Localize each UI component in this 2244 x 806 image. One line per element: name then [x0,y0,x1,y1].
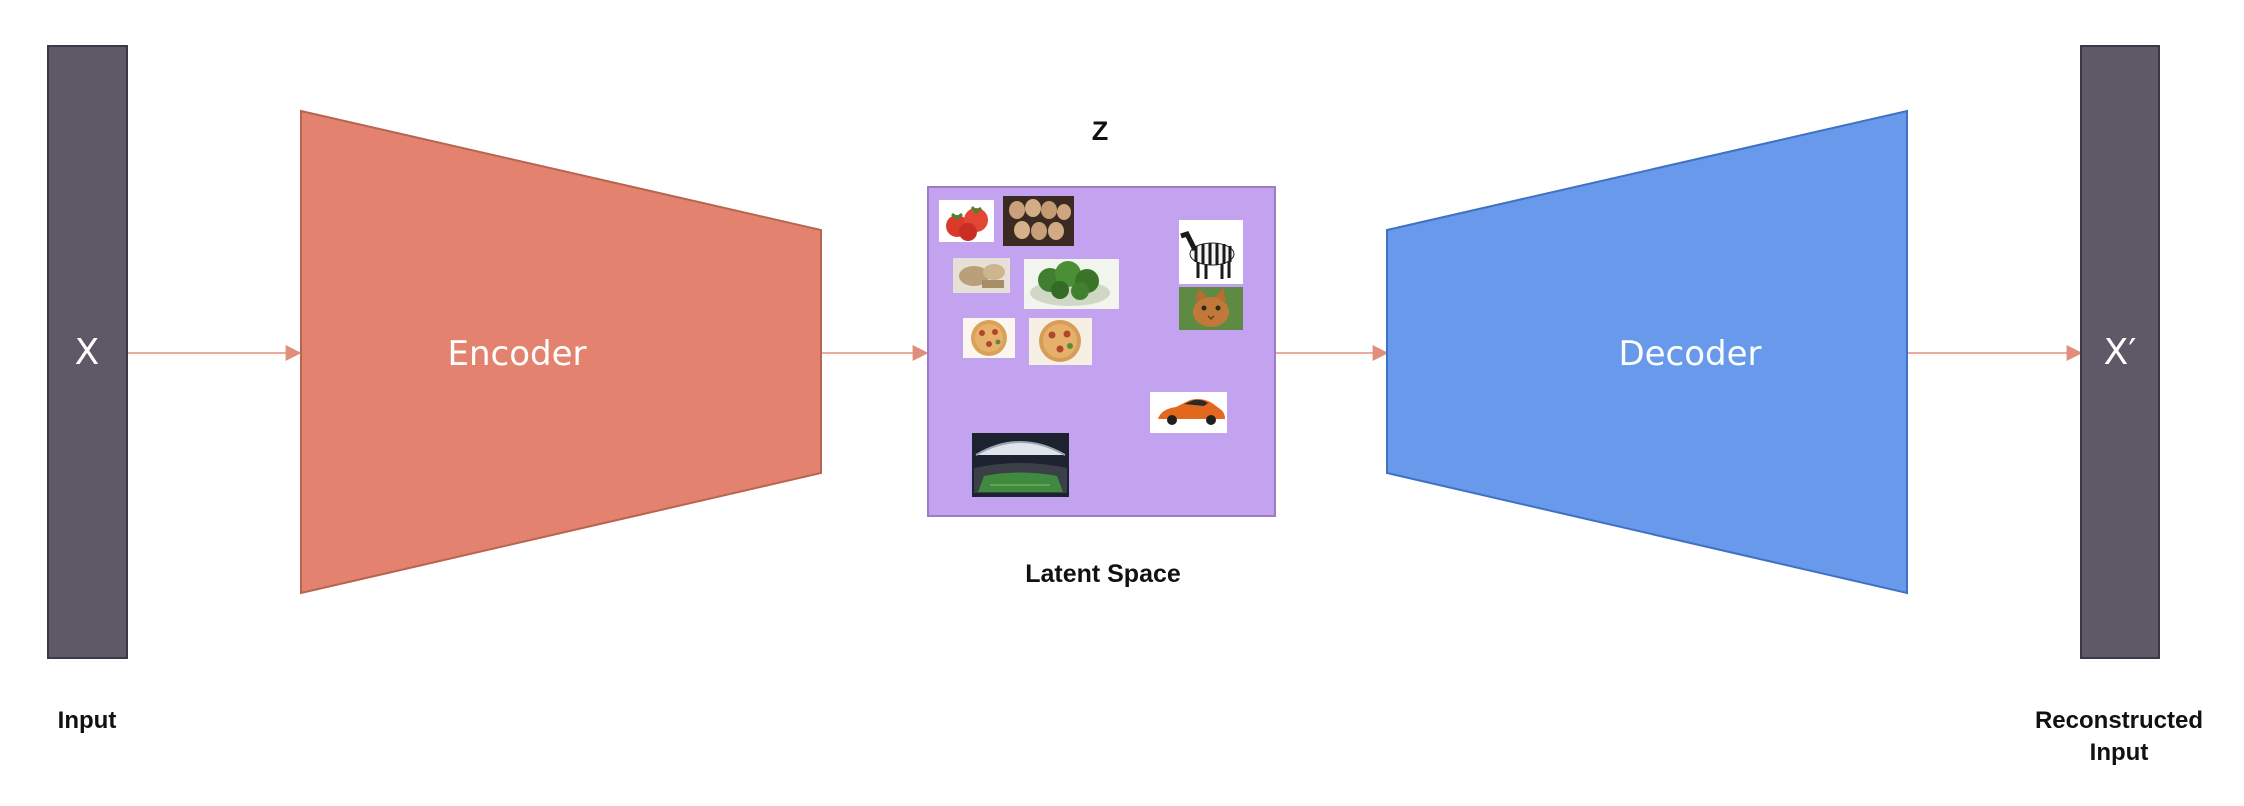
tomatoes-thumbnail [939,200,994,242]
encoder-block [300,109,822,595]
input-bar [47,45,128,659]
encoder-label: Encoder [447,334,586,374]
zebra-thumbnail [1179,220,1243,284]
input-caption: Input [58,707,117,734]
bread-thumbnail [953,258,1010,293]
output-caption-line2: Input [2090,739,2149,766]
input-symbol: X [75,332,100,373]
broccoli-thumbnail [1024,259,1119,309]
pizza-thumbnail [963,318,1015,358]
output-symbol: X′ [2104,332,2137,373]
eggs-thumbnail [1003,196,1074,246]
latent-caption: Latent Space [1025,560,1181,588]
pizza-thumbnail [1029,318,1092,365]
stadium-thumbnail [972,433,1069,497]
sports-car-thumbnail [1150,392,1227,433]
decoder-label: Decoder [1618,334,1761,374]
decoder-block [1386,109,1908,595]
cat-thumbnail [1179,287,1243,330]
latent-symbol: Z [1092,116,1109,146]
output-caption-line1: Reconstructed [2035,707,2203,734]
output-bar [2080,45,2160,659]
